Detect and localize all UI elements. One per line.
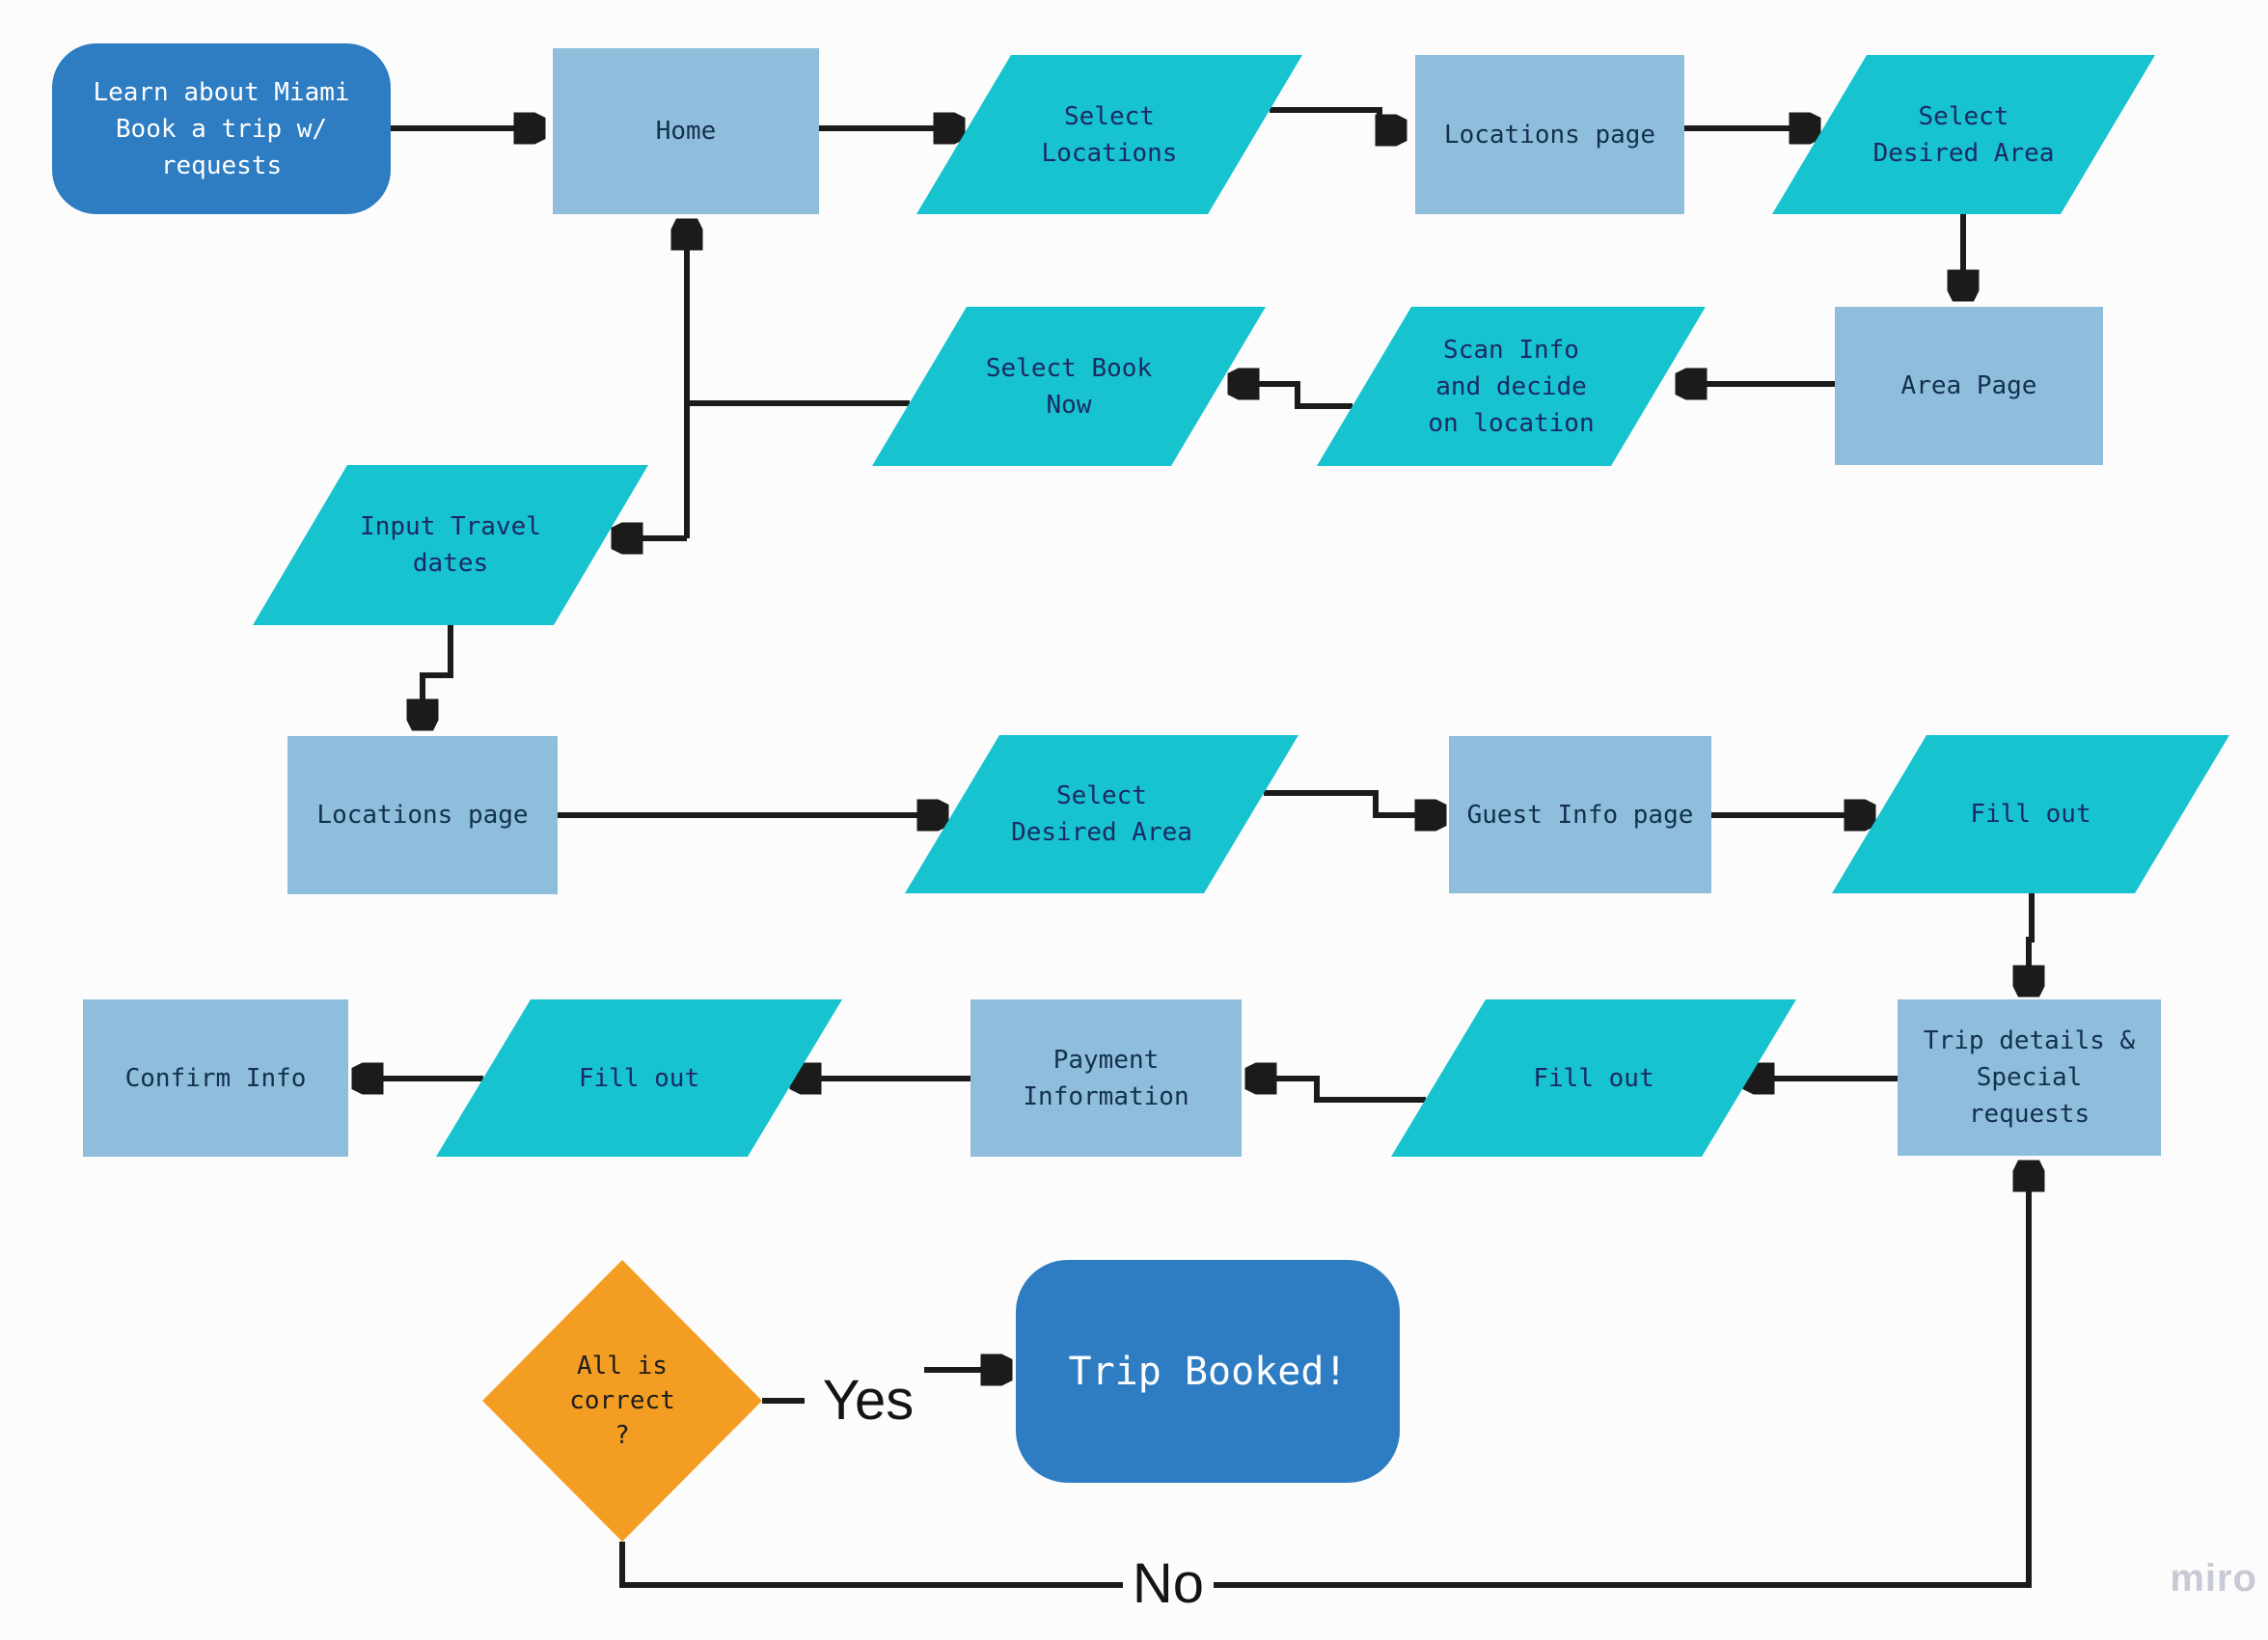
node-locations-page-1[interactable]: Locations page bbox=[1415, 55, 1684, 214]
edge-input-travel-dates-to-locations-page-2 bbox=[423, 625, 453, 727]
node-fill-out-payment[interactable]: Fill out bbox=[436, 999, 842, 1157]
node-scan-info-decide-location[interactable]: Scan Info and decide on location bbox=[1317, 307, 1706, 466]
node-guest-info-page[interactable]: Guest Info page bbox=[1449, 736, 1711, 893]
edge-fill-out-1-to-trip-details bbox=[2029, 893, 2032, 994]
node-start-learn-about-miami[interactable]: Learn about Miami Book a trip w/ request… bbox=[52, 43, 391, 214]
node-locations-page-2[interactable]: Locations page bbox=[287, 736, 558, 894]
node-fill-out-guest-info[interactable]: Fill out bbox=[1832, 735, 2229, 893]
node-fill-out-trip-details[interactable]: Fill out bbox=[1391, 999, 1796, 1157]
node-home[interactable]: Home bbox=[553, 48, 819, 214]
node-input-travel-dates[interactable]: Input Travel dates bbox=[253, 465, 648, 625]
node-select-desired-area-2[interactable]: Select Desired Area bbox=[905, 735, 1298, 893]
node-select-desired-area-1[interactable]: Select Desired Area bbox=[1772, 55, 2155, 214]
node-decision-all-is-correct[interactable]: All is correct ? bbox=[482, 1260, 762, 1542]
edge-fill-out-2-to-payment-information bbox=[1248, 1079, 1426, 1103]
edge-no-to-trip-details bbox=[1214, 1163, 2029, 1588]
node-payment-information[interactable]: Payment Information bbox=[970, 999, 1242, 1157]
node-trip-details-special-requests[interactable]: Trip details & Special requests bbox=[1898, 999, 2161, 1156]
edge-select-desired-area-2-to-guest-info-page bbox=[1264, 790, 1443, 815]
node-select-locations[interactable]: Select Locations bbox=[916, 55, 1302, 214]
edge-select-locations-to-locations-page-1 bbox=[1270, 107, 1404, 130]
node-trip-booked[interactable]: Trip Booked! bbox=[1016, 1260, 1400, 1483]
edge-decision-no-line bbox=[619, 1542, 1123, 1588]
node-area-page[interactable]: Area Page bbox=[1835, 307, 2103, 465]
edge-label-no[interactable]: No bbox=[1132, 1551, 1205, 1615]
node-select-book-now[interactable]: Select Book Now bbox=[872, 307, 1266, 466]
edge-label-yes[interactable]: Yes bbox=[822, 1368, 915, 1432]
node-confirm-info[interactable]: Confirm Info bbox=[83, 999, 348, 1157]
miro-watermark: miro bbox=[2170, 1556, 2257, 1599]
